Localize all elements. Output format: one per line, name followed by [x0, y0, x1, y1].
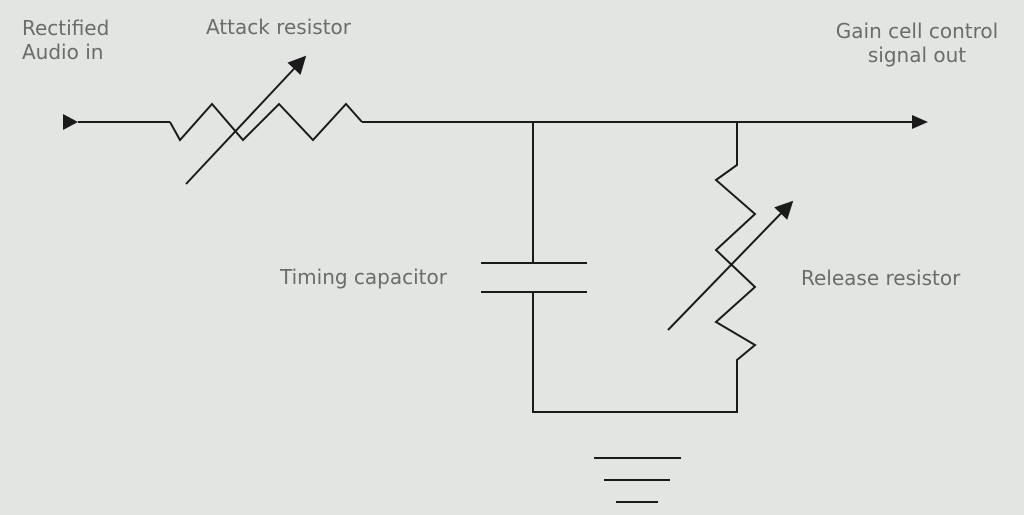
- attack-resistor-label: Attack resistor: [206, 15, 351, 39]
- input-terminal-arrow: [63, 114, 78, 130]
- release-resistor: [714, 122, 757, 412]
- input-label: Rectified Audio in: [22, 16, 109, 64]
- output-label-line2: signal out: [867, 43, 967, 67]
- timing-capacitor-label: Timing capacitor: [280, 265, 447, 289]
- input-label-line1: Rectified: [22, 16, 110, 40]
- ground-symbol: [594, 457, 681, 503]
- release-resistor-variable-arrow: [667, 200, 794, 331]
- output-label-line1: Gain cell control: [835, 19, 999, 43]
- attack-resistor: [169, 102, 363, 142]
- attack-resistor-variable-arrow: [185, 55, 307, 185]
- release-resistor-label: Release resistor: [801, 266, 961, 290]
- output-label: Gain cell control signal out: [835, 19, 999, 67]
- output-terminal-arrow: [912, 115, 928, 129]
- input-label-line2: Audio in: [22, 40, 104, 64]
